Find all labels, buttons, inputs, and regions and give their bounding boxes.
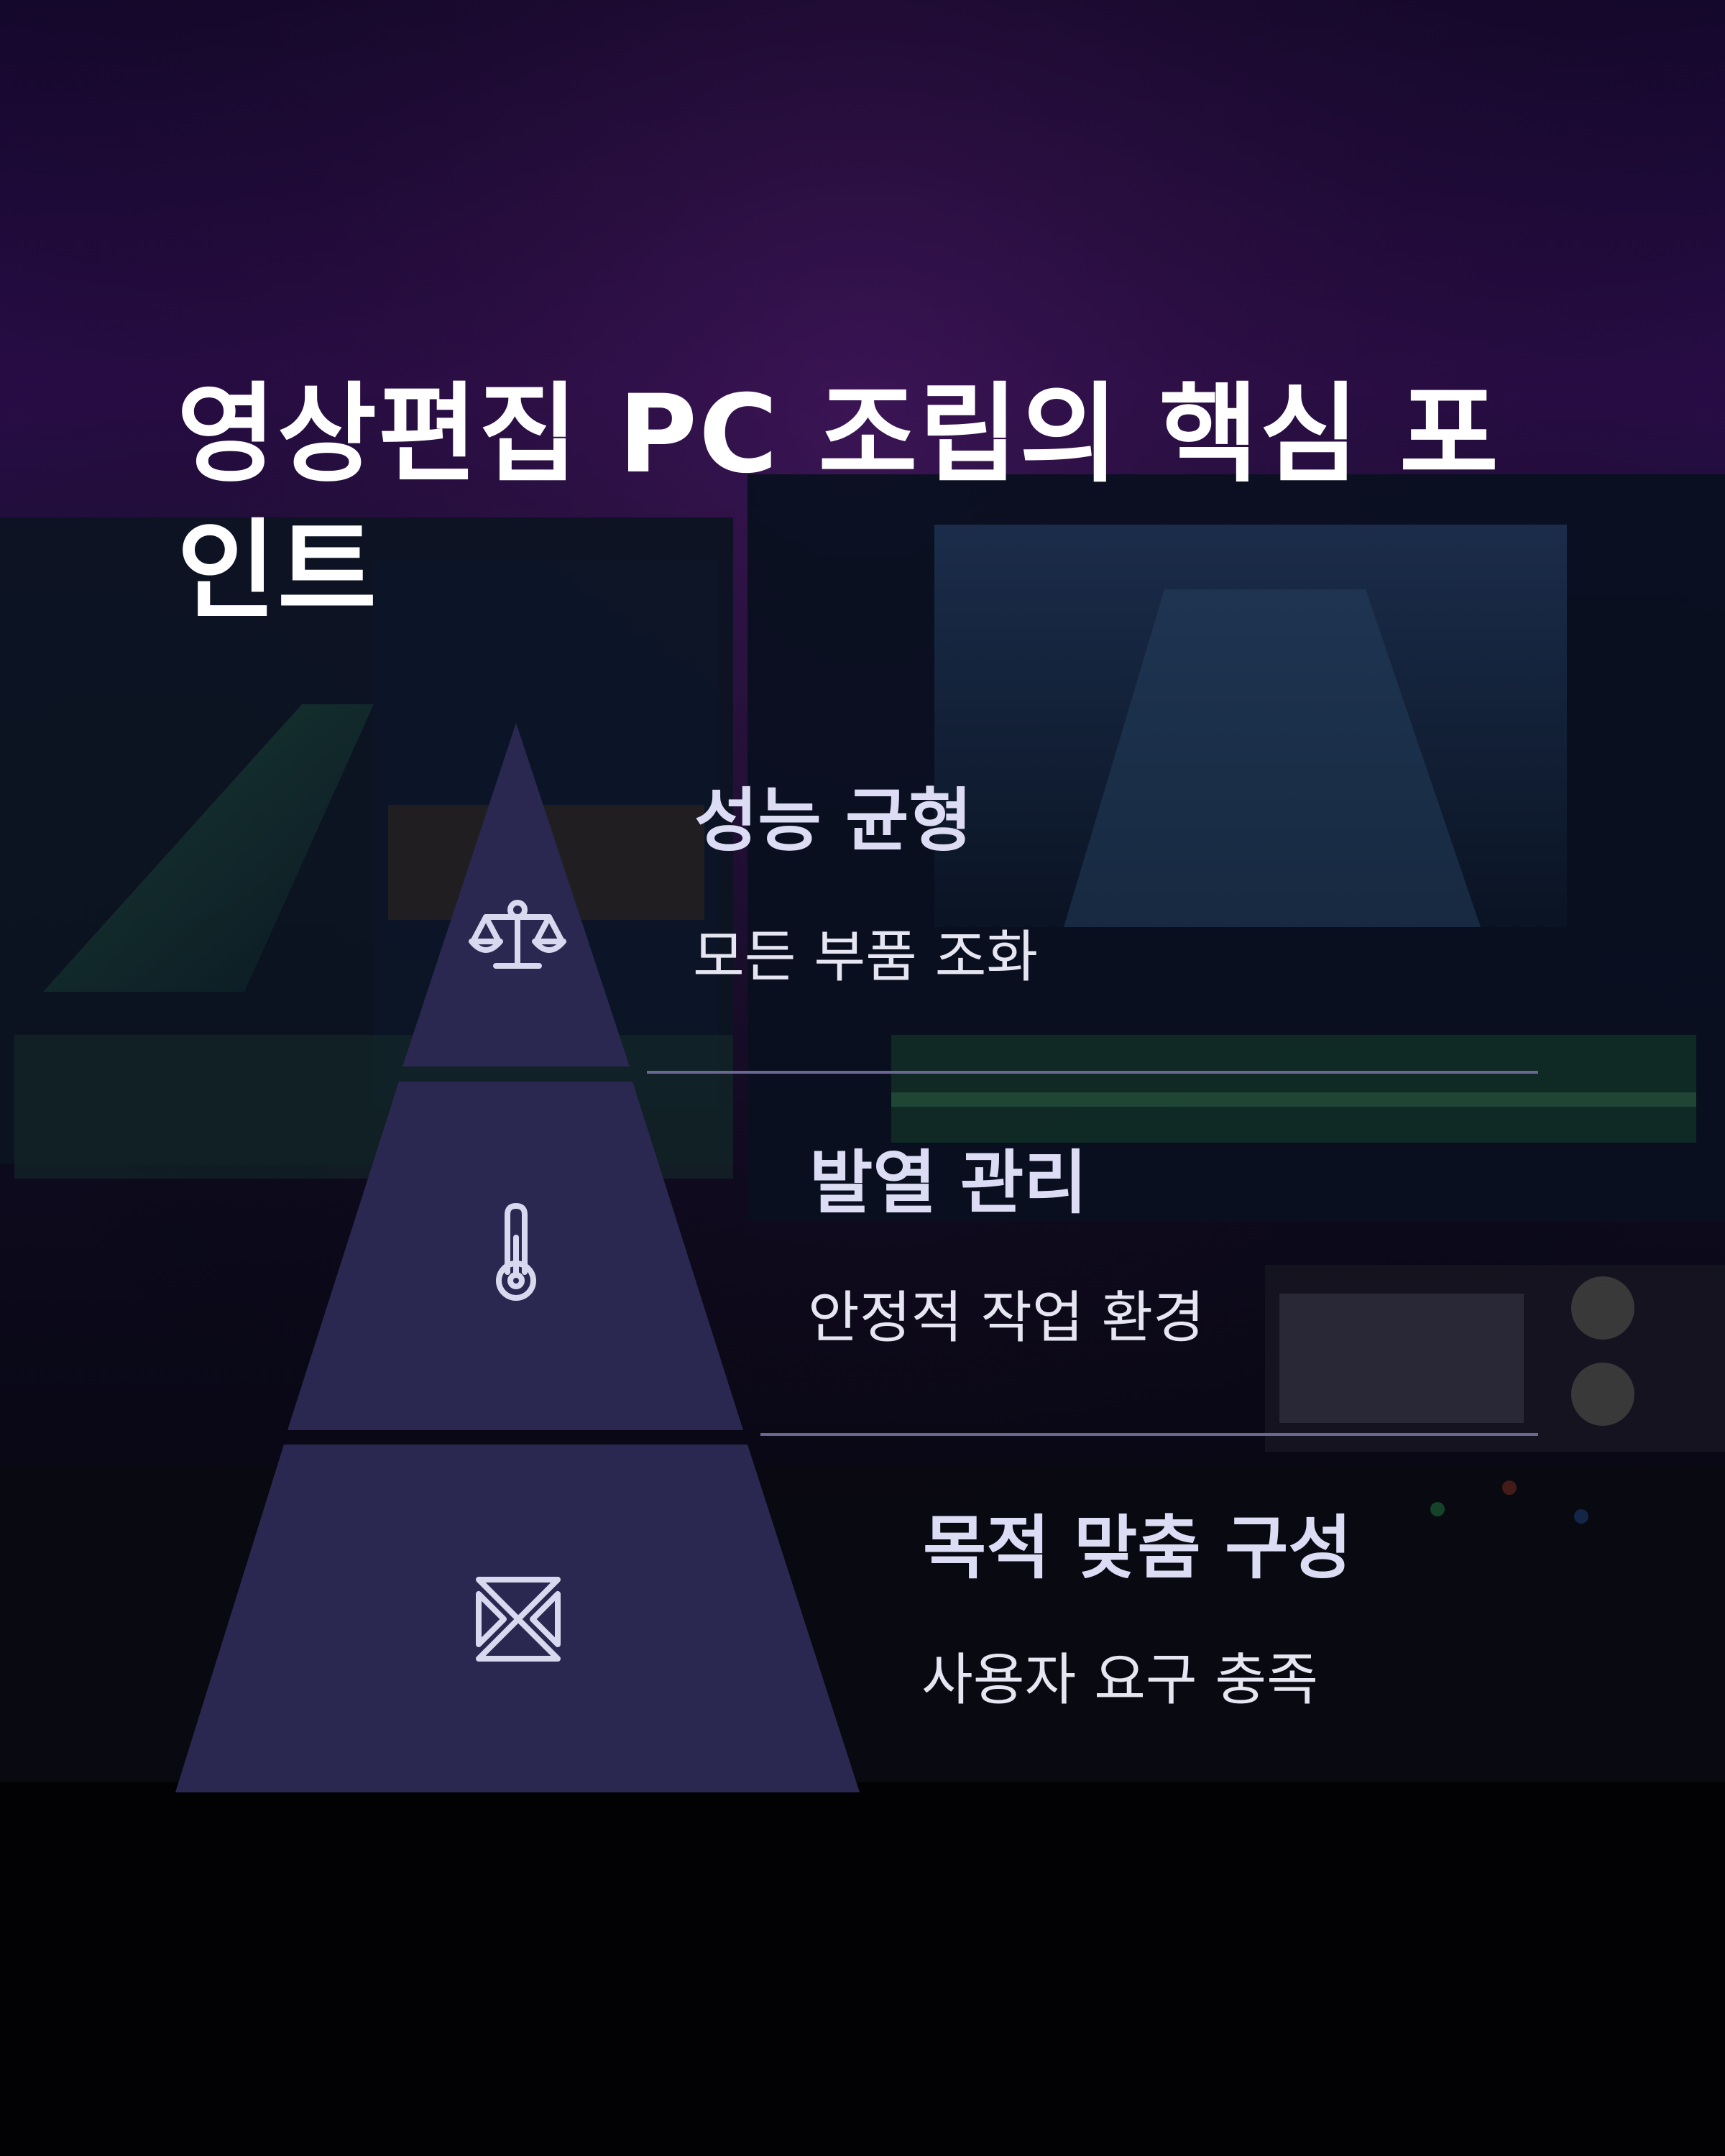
tier-description-3: 사용자 요구 충족: [921, 1648, 1318, 1713]
tier-description-1: 모든 부품 조화: [693, 925, 1039, 990]
tier-heading-2: 발열 관리: [809, 1143, 1087, 1223]
page-title: 영상편집 PC 조립의 핵심 포인트: [177, 372, 1500, 634]
thermometer-icon: [496, 1203, 536, 1301]
pyramid-tier-top: [402, 723, 630, 1067]
tier-description-2: 안정적 작업 환경: [808, 1286, 1205, 1350]
tier-heading-1: 성능 균형: [694, 780, 972, 861]
tier-heading-3: 목적 맞춤 구성: [923, 1508, 1352, 1588]
bowtie-cross-icon: [476, 1577, 561, 1662]
balance-scale-icon: [469, 900, 566, 969]
